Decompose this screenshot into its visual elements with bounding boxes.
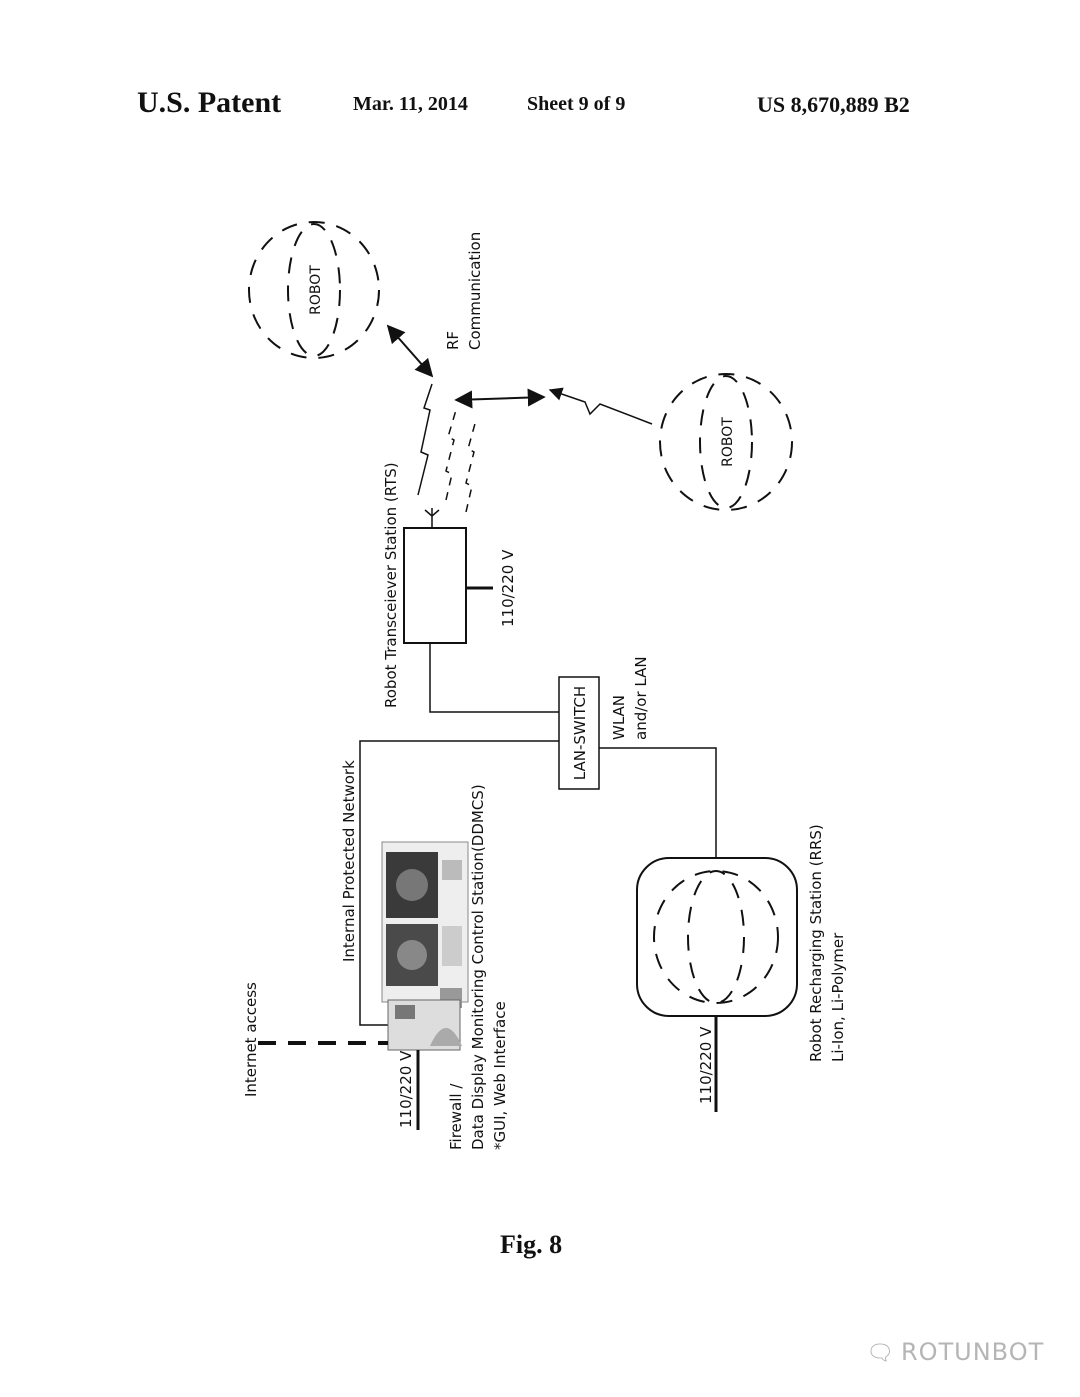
rf-emission-lines [417, 383, 477, 513]
robot-right-sphere [659, 373, 793, 511]
rrs-label-line2: Li-Ion, Li-Polymer [829, 932, 847, 1062]
internal-network-label: Internal Protected Network [340, 760, 358, 962]
rts-label: Robot Transceiever Station (RTS) [382, 462, 400, 708]
rf-arrow-top-robot [386, 324, 434, 378]
chat-bubbles-icon: 🗨 [866, 1341, 895, 1366]
robot-top-label: ROBOT [308, 265, 324, 315]
rrs-label-line1: Robot Recharging Station (RRS) [807, 824, 825, 1062]
rf-label-line1: RF [444, 331, 462, 350]
robot-top-sphere [248, 221, 380, 359]
ddmcs-workstation [381, 841, 469, 1051]
lan-switch-label: LAN-SWITCH [571, 686, 589, 780]
rrs-power-label: 110/220 V [697, 1026, 715, 1104]
rf-signal-zigzag [548, 387, 653, 425]
ddmcs-label-line3: *GUI, Web Interface [491, 1001, 509, 1150]
watermark: 🗨ROTUNBOT [866, 1338, 1044, 1366]
rrs-label: Robot Recharging Station (RRS) Li-Ion, L… [807, 819, 847, 1062]
rf-arrow-right-robot [454, 388, 546, 409]
ddmcs-label: Firewall / Data Display Monitoring Contr… [447, 780, 509, 1150]
ddmcs-label-line1: Firewall / [447, 1083, 465, 1150]
ddmcs-power-label: 110/220 V [397, 1050, 415, 1128]
patent-number: US 8,670,889 B2 [757, 92, 910, 117]
lan-switch-box [558, 676, 600, 790]
rts-power-label: 110/220 V [499, 549, 517, 627]
rrs-box [636, 857, 798, 1017]
rts-box [403, 527, 467, 644]
rts-to-switch-line [429, 643, 559, 713]
ddmcs-label-line2: Data Display Monitoring Control Station(… [469, 784, 487, 1150]
rts-antenna [424, 508, 440, 528]
wlan-label-line2: and/or LAN [632, 656, 650, 740]
patent-date: Mar. 11, 2014 [353, 93, 468, 115]
internet-access-label: Internet access [242, 982, 260, 1097]
patent-title: U.S. Patent [137, 86, 282, 119]
rf-label: RF Communication [444, 232, 484, 350]
wlan-label-line1: WLAN [610, 695, 628, 740]
switch-to-rrs-line [599, 747, 717, 858]
watermark-text: ROTUNBOT [900, 1338, 1045, 1366]
rrs-sphere [653, 870, 779, 1004]
internal-network-line [359, 740, 559, 1026]
wlan-label: WLAN and/or LAN [610, 656, 650, 740]
figure-label: Fig. 8 [500, 1230, 563, 1259]
robot-right-label: ROBOT [720, 417, 736, 467]
sheet-number: Sheet 9 of 9 [527, 93, 626, 115]
rf-label-line2: Communication [466, 232, 484, 350]
